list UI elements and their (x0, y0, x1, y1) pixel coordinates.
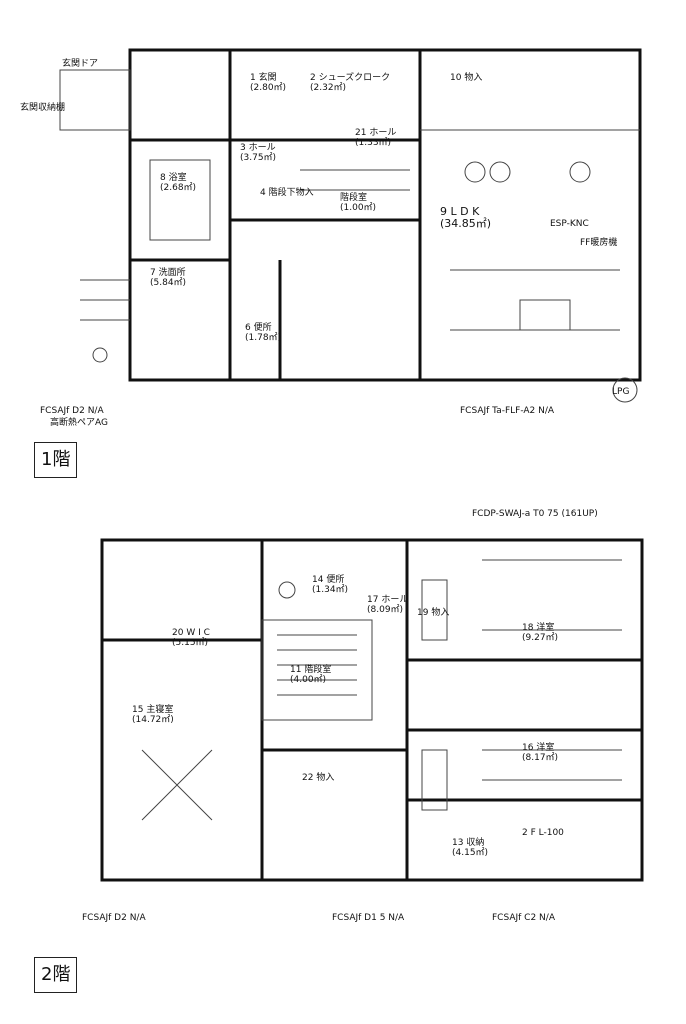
note-esp: ESP-KNC (550, 219, 589, 229)
room-shoes-area: (2.32㎡) (310, 82, 346, 93)
room-18-area: (9.27㎡) (522, 632, 558, 643)
note-glass: 高断熱ペアAG (50, 416, 108, 428)
room-16-area: (8.17㎡) (522, 752, 558, 763)
floor2-plan: 20 W I C (5.15㎡) 14 便所 (1.34㎡) 17 ホール (8… (62, 500, 652, 930)
room-storage: 10 物入 (450, 71, 482, 83)
floor2-label: 2階 (34, 957, 78, 993)
room-stairs2-area: (4.00㎡) (290, 674, 326, 685)
room-toilet: 6 便所 (245, 321, 272, 333)
floor1-outer-wall (128, 48, 642, 382)
room-hall-area: (3.75㎡) (240, 152, 276, 163)
room-stair-storage: 4 階段下物入 (260, 186, 314, 198)
floor2-drawing: 20 W I C (5.15㎡) 14 便所 (1.34㎡) 17 ホール (8… (82, 509, 644, 923)
room-wic: 20 W I C (172, 628, 210, 638)
note-heater: FF暖房機 (580, 236, 617, 248)
room-entrance: 1 玄関 (250, 71, 277, 83)
note2-sash3: FCSAJf C2 N/A (492, 913, 556, 923)
room-hall: 3 ホール (240, 142, 276, 153)
room-hall21-area: (1.33㎡) (355, 137, 391, 148)
room-ldk: 9 L D K (440, 205, 480, 218)
room-toilet-area: (1.78㎡) (245, 332, 281, 343)
room-washroom: 8 浴室 (160, 171, 187, 183)
room-hall2-area: (8.09㎡) (367, 604, 403, 615)
note-shelf: 玄関収納棚 (20, 101, 65, 113)
room-closet13: 13 収納 (452, 836, 484, 848)
room-entrance-area: (2.80㎡) (250, 82, 286, 93)
room-18: 18 洋室 (522, 621, 554, 633)
room-hall21: 21 ホール (355, 127, 396, 138)
room-wic-area: (5.15㎡) (172, 637, 208, 648)
room-stairs: 階段室 (340, 191, 367, 203)
room-master-area: (14.72㎡) (132, 714, 174, 725)
note-sash2: FCSAJf Ta-FLF-A2 N/A (460, 406, 555, 416)
room-storage19: 19 物入 (417, 606, 449, 618)
room-wash-area: (5.84㎡) (150, 277, 186, 288)
floor2-outer-wall (100, 538, 644, 882)
room-stairs2: 11 階段室 (290, 663, 331, 675)
room-toilet2: 14 便所 (312, 573, 344, 585)
room-washroom-area: (2.68㎡) (160, 182, 196, 193)
room-ldk-area: (34.85㎡) (440, 217, 491, 230)
room-storage22: 22 物入 (302, 771, 334, 783)
note2-sash2: FCSAJf D1 5 N/A (332, 913, 405, 923)
note2-level: 2 F L-100 (522, 828, 564, 838)
floor1-drawing: 1 玄関 (2.80㎡) 2 シューズクローク (2.32㎡) 3 ホール (3… (20, 48, 642, 428)
room-closet13-area: (4.15㎡) (452, 847, 488, 858)
note2-window: FCDP-SWAJ-a T0 75 (161UP) (472, 509, 598, 519)
note2-sash1: FCSAJf D2 N/A (82, 913, 146, 923)
note-door: 玄関ドア (62, 57, 98, 69)
room-hall2: 17 ホール (367, 594, 408, 605)
floor1-plan: 1 玄関 (2.80㎡) 2 シューズクローク (2.32㎡) 3 ホール (3… (20, 30, 660, 440)
room-master: 15 主寝室 (132, 703, 173, 715)
floor1-label: 1階 (34, 442, 78, 478)
room-stairs-area: (1.00㎡) (340, 202, 376, 213)
room-shoes: 2 シューズクローク (310, 71, 390, 83)
note-lpg: LPG (612, 387, 629, 397)
room-16: 16 洋室 (522, 741, 554, 753)
note-sash1: FCSAJf D2 N/A (40, 406, 104, 416)
room-toilet2-area: (1.34㎡) (312, 584, 348, 595)
room-wash: 7 洗面所 (150, 266, 186, 278)
